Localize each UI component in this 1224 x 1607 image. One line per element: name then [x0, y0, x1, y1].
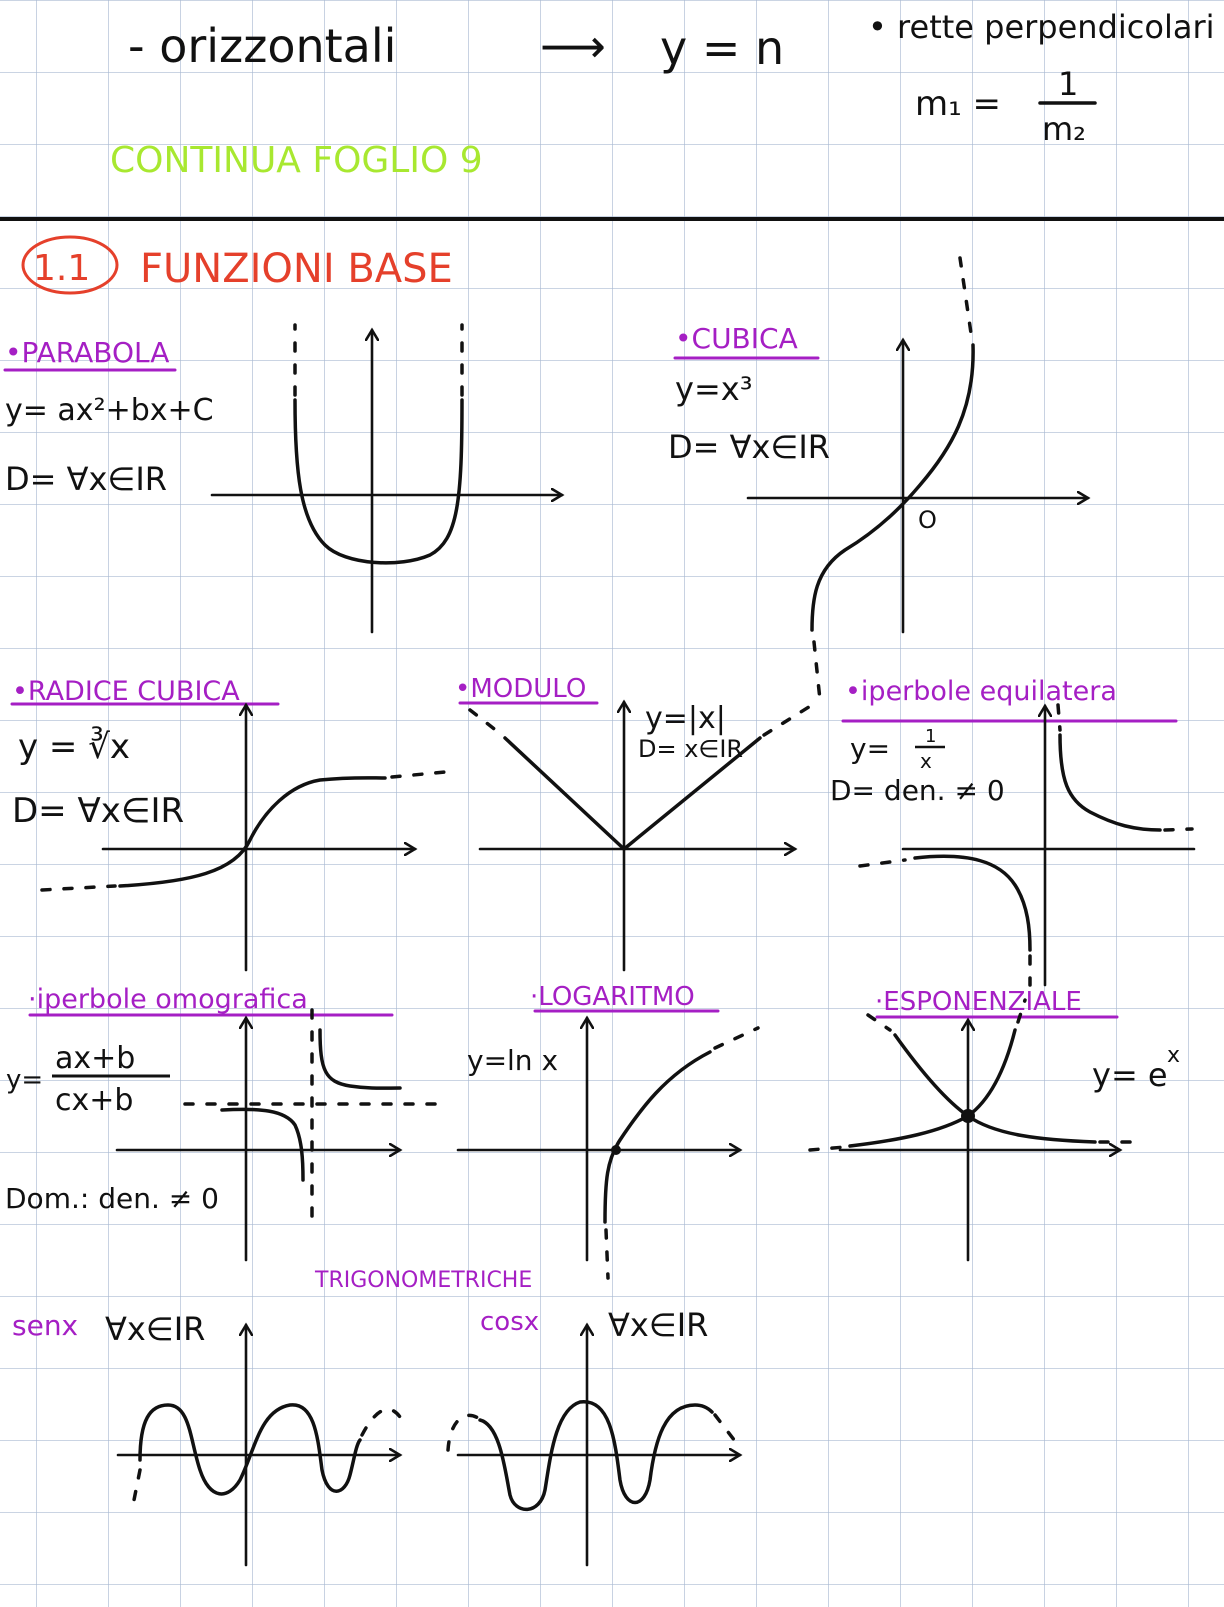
asymptotes	[183, 1008, 437, 1230]
dashed-continuation	[40, 770, 447, 892]
perpendicolari-label: • rette perpendicolari	[868, 8, 1215, 46]
intersection-point	[611, 1145, 621, 1155]
trigonometriche-block: TRIGONOMETRICHE senx ∀x∈IR cosx ∀x∈IR	[12, 1268, 740, 1567]
perp-lhs: m₁ =	[915, 84, 1001, 124]
cubica-title: •CUBICA	[675, 322, 798, 355]
section-number-circle	[21, 235, 119, 295]
cubica-curve	[810, 343, 975, 632]
trig-title: TRIGONOMETRICHE	[314, 1268, 532, 1293]
logaritmo-curve	[603, 1050, 712, 1224]
dashed-continuation	[446, 1413, 740, 1452]
arrow-icon: ⟶	[540, 19, 606, 73]
iperbole-om-curve-upper	[318, 1028, 402, 1090]
iperbole-om-den: cx+b	[55, 1083, 133, 1118]
modulo-domain: D= x∈IR	[638, 735, 743, 763]
intersection-point	[961, 1109, 975, 1123]
iperbole-eq-den: x	[920, 749, 932, 773]
parabola-domain: D= ∀x∈IR	[5, 460, 167, 498]
esponenziale-formula: y= e	[1092, 1056, 1168, 1094]
modulo-curve	[503, 736, 762, 851]
cos-domain: ∀x∈IR	[608, 1306, 708, 1344]
cos-label: cosx	[480, 1307, 539, 1337]
perp-numerator: 1	[1058, 65, 1078, 103]
radice-formula: y = ∛x	[18, 726, 130, 767]
iperbole-eq-title: •iperbole equilatera	[845, 676, 1117, 707]
parabola-block: •PARABOLA y= ax²+bx+C D= ∀x∈IR	[3, 323, 562, 634]
continua-note: CONTINUA FOGLIO 9	[110, 140, 483, 181]
dashed-continuation	[812, 256, 974, 702]
iperbole-om-domain: Dom.: den. ≠ 0	[5, 1182, 219, 1215]
iperbole-eq-curve-upper	[1058, 733, 1162, 832]
parabola-formula: y= ax²+bx+C	[5, 393, 214, 428]
esponenziale-title: ·ESPONENZIALE	[875, 987, 1082, 1017]
iperbole-om-num: ax+b	[55, 1041, 135, 1076]
cubica-domain: D= ∀x∈IR	[668, 428, 830, 466]
logaritmo-block: ·LOGARITMO y=ln x	[456, 982, 760, 1280]
radice-title: •RADICE CUBICA	[12, 676, 240, 707]
origin-label: O	[918, 506, 937, 534]
iperbole-eq-curve-lower	[913, 854, 1032, 952]
radice-curve	[118, 776, 387, 888]
dashed-continuation	[468, 703, 814, 737]
cubica-formula: y=x³	[675, 370, 753, 408]
parabola-curve	[293, 398, 464, 565]
iperbole-eq-num: 1	[925, 726, 936, 747]
iperbole-eq-lhs: y=	[850, 732, 890, 765]
logaritmo-formula: y=ln x	[467, 1044, 558, 1077]
iperbole-om-curve-lower	[220, 1107, 305, 1182]
section-number: 1.1	[33, 248, 90, 289]
logaritmo-title: ·LOGARITMO	[530, 982, 695, 1012]
esponenziale-exponent: x	[1167, 1043, 1180, 1068]
section-title: FUNZIONI BASE	[140, 246, 453, 292]
iperbole-om-title: ·iperbole omografica	[28, 984, 308, 1015]
radice-domain: D= ∀x∈IR	[12, 791, 184, 831]
iperbole-eq-domain: D= den. ≠ 0	[830, 774, 1005, 807]
modulo-title: •MODULO	[455, 674, 586, 704]
dashed-continuation	[131, 1407, 404, 1507]
esponenziale-block: ·ESPONENZIALE y= e x	[808, 987, 1180, 1262]
radice-block: •RADICE CUBICA y = ∛x D= ∀x∈IR	[10, 676, 447, 972]
cos-curve	[478, 1400, 714, 1512]
perp-denominator: m₂	[1042, 110, 1086, 148]
modulo-block: •MODULO y=|x| D= x∈IR	[455, 674, 814, 972]
divider	[0, 217, 1224, 221]
orizzontali-equation: y = n	[660, 21, 784, 75]
sen-label: senx	[12, 1309, 78, 1342]
sen-domain: ∀x∈IR	[105, 1310, 205, 1348]
parabola-title: •PARABOLA	[5, 336, 169, 369]
modulo-formula: y=|x|	[645, 701, 726, 736]
dashed-continuation	[604, 1026, 760, 1280]
sen-curve	[138, 1403, 362, 1496]
iperbole-omografica-block: ·iperbole omografica y= ax+b cx+b Dom.: …	[5, 984, 437, 1262]
iperbole-equilatera-block: •iperbole equilatera y= 1 x D= den. ≠ 0	[830, 676, 1196, 987]
orizzontali-label: - orizzontali	[128, 19, 396, 73]
cubica-block: •CUBICA y=x³ D= ∀x∈IR O	[668, 256, 1088, 702]
iperbole-om-lhs: y=	[6, 1065, 43, 1095]
